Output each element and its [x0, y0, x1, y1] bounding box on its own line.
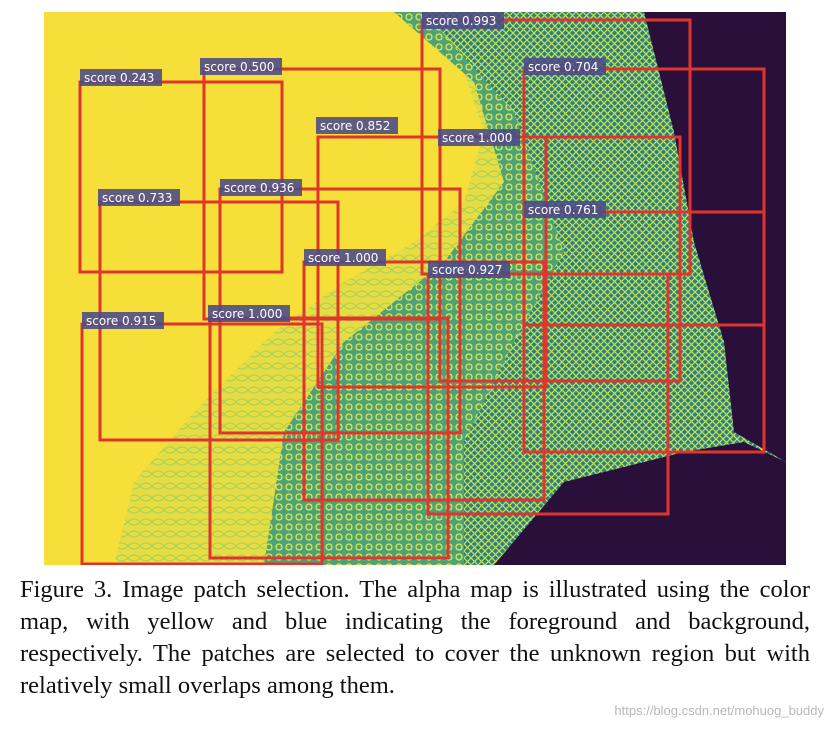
score-label: score 1.000	[212, 307, 282, 321]
score-label: score 0.243	[84, 71, 154, 85]
patch-10: score 0.927	[426, 261, 670, 516]
patch-2: score 0.243	[78, 69, 284, 274]
patch-box	[438, 135, 682, 383]
score-label: score 1.000	[442, 131, 512, 145]
patch-8: score 0.761	[522, 201, 766, 454]
alpha-map-figure: score 0.993 score 0.704 score 0.243 score 0…	[44, 12, 786, 565]
score-label-bg	[82, 312, 164, 329]
patch-5: score 1.000	[438, 129, 682, 383]
patch-box	[522, 210, 766, 454]
score-label: score 0.936	[224, 181, 294, 195]
patch-11: score 0.915	[80, 312, 324, 565]
score-label-bg	[80, 69, 162, 86]
watermark-text: https://blog.csdn.net/mohuog_buddy	[614, 703, 824, 718]
score-label: score 0.500	[204, 60, 274, 74]
patch-box	[208, 316, 450, 560]
score-label: score 0.852	[320, 119, 390, 133]
score-label-bg	[200, 58, 282, 75]
patch-box	[80, 322, 324, 565]
score-label-bg	[524, 58, 606, 75]
alpha-map-background	[44, 12, 786, 565]
patch-9: score 1.000	[302, 249, 546, 502]
alpha-map-svg: score 0.993 score 0.704 score 0.243 score 0…	[44, 12, 786, 565]
patch-1: score 0.704	[522, 58, 766, 327]
score-label-bg	[438, 129, 520, 146]
score-label: score 0.761	[528, 203, 598, 217]
score-label: score 0.993	[426, 14, 496, 28]
patch-7: score 0.936	[218, 179, 462, 435]
score-label-bg	[98, 189, 180, 206]
score-label-bg	[524, 201, 606, 218]
score-label-bg	[422, 12, 504, 29]
score-label: score 0.915	[86, 314, 156, 328]
score-label: score 0.927	[432, 263, 502, 277]
patch-box	[426, 272, 670, 516]
patch-box	[522, 67, 766, 327]
score-label-bg	[208, 305, 290, 322]
score-label: score 0.733	[102, 191, 172, 205]
patch-box	[302, 260, 546, 502]
score-label-bg	[316, 117, 398, 134]
score-label-bg	[428, 261, 510, 278]
patch-boxes: score 0.993 score 0.704 score 0.243 score 0…	[78, 12, 766, 565]
patch-box	[78, 80, 284, 274]
score-label: score 1.000	[308, 251, 378, 265]
score-label-bg	[220, 179, 302, 196]
patch-12: score 1.000	[208, 305, 450, 560]
figure-caption: Figure 3. Image patch selection. The alp…	[20, 576, 810, 699]
score-label-bg	[304, 249, 386, 266]
score-label: score 0.704	[528, 60, 598, 74]
